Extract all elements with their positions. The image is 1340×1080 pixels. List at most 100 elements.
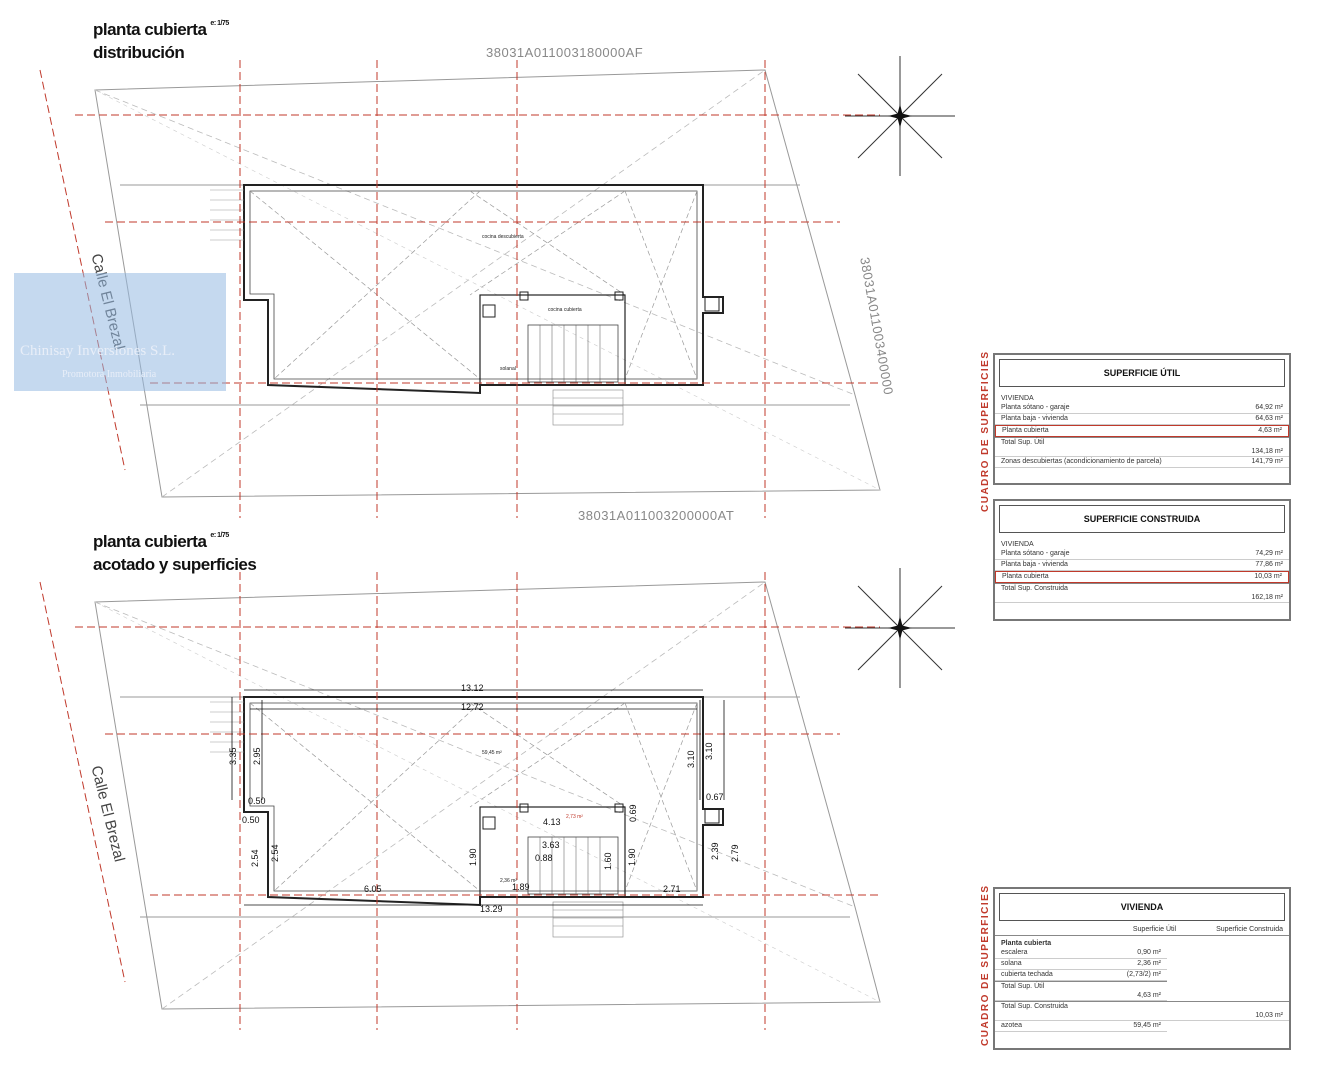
plan2-area-label-3: 2,36 m²	[500, 878, 517, 884]
row-value: 64,63 m²	[1255, 415, 1283, 422]
table-total-util-row: Total Sup. Útil 4,63 m²	[995, 981, 1167, 1001]
row-label: cubierta techada	[1001, 971, 1053, 978]
extra-value: 141,79 m²	[1251, 458, 1283, 465]
watermark-subtitle: Promotora Inmobiliaria	[62, 369, 157, 380]
plan1-cadastral-bottom: 38031A011003200000AT	[578, 508, 735, 523]
total-value: 162,18 m²	[1251, 594, 1283, 601]
table-total-row: Total Sup. Construida 162,18 m²	[995, 583, 1289, 603]
row-value: 4,63 m²	[1258, 427, 1282, 434]
side-label-bottom: CUADRO DE SUPERFICIES	[980, 884, 991, 1046]
table-row: Planta cubierta 4,63 m²	[995, 425, 1289, 437]
plan1-room-label-2: cocina cubierta	[548, 307, 582, 313]
dim-top-outer: 13.12	[461, 683, 484, 693]
table-row: Planta sótano - garaje 74,29 m²	[995, 549, 1289, 560]
dim-stair-f: 1.89	[512, 882, 530, 892]
plan2-area-label: 59,45 m²	[482, 750, 502, 756]
dim-right-e: 2.79	[730, 844, 740, 862]
row-label: escalera	[1001, 949, 1028, 956]
table-superficie-construida: SUPERFICIE CONSTRUIDA VIVIENDA Planta só…	[993, 499, 1291, 621]
dim-stair-w: 4.13	[543, 817, 561, 827]
plan1-room-label-1: cocina descubierta	[482, 234, 524, 240]
row-value: (2,73/2) m²	[1126, 971, 1161, 978]
table-total-row: Total Sup. Útil 134,18 m²	[995, 437, 1289, 457]
dim-stair-c: 1.90	[627, 848, 637, 866]
total-util-value: 4,63 m²	[1137, 992, 1161, 999]
table-row: Planta baja - vivienda 77,86 m²	[995, 560, 1289, 571]
table-row: escalera 0,90 m²	[995, 948, 1167, 959]
dim-right-a: 3.10	[686, 750, 696, 768]
plan1-scale: e: 1/75	[210, 20, 229, 27]
total-label: Total Sup. Útil	[1001, 439, 1045, 446]
dim-stair-e: 0.88	[535, 853, 553, 863]
plan2-area-label-2: 2,73 m²	[566, 814, 583, 820]
row-label: solana	[1001, 960, 1022, 967]
dim-bottom-right: 2.71	[663, 884, 681, 894]
side-label-top: CUADRO DE SUPERFICIES	[980, 350, 991, 512]
table-row: solana 2,36 m²	[995, 959, 1167, 970]
table-header-row: Superficie Útil Superficie Construida	[995, 925, 1289, 936]
extra-label: Zonas descubiertas (acondicionamiento de…	[1001, 458, 1162, 465]
table-util-title: SUPERFICIE ÚTIL	[999, 359, 1285, 387]
table-total-construida-row: Total Sup. Construida 10,03 m²	[995, 1001, 1289, 1021]
row-label: Planta baja - vivienda	[1001, 561, 1068, 568]
row-value: 74,29 m²	[1255, 550, 1283, 557]
row-value: 77,86 m²	[1255, 561, 1283, 568]
dim-left-f: 2.54	[270, 844, 280, 862]
col-construida-header: Superficie Construida	[1216, 926, 1283, 933]
dim-left-a: 3.35	[228, 747, 238, 765]
dim-stair-g: 3.63	[542, 840, 560, 850]
table-util-section: VIVIENDA	[1001, 395, 1034, 402]
row-label: Planta cubierta	[1002, 573, 1049, 580]
extra-label: azotea	[1001, 1022, 1023, 1029]
row-value: 2,36 m²	[1137, 960, 1161, 967]
table-construida-section: VIVIENDA	[1001, 541, 1034, 548]
total-label: Total Sup. Construida	[1001, 585, 1068, 592]
row-label: Planta baja - vivienda	[1001, 415, 1068, 422]
table-vivienda-title: VIVIENDA	[999, 893, 1285, 921]
plan1-room-label-3: solanal	[500, 366, 516, 372]
table-vivienda-section: Planta cubierta	[1001, 940, 1052, 947]
row-label: Planta cubierta	[1002, 427, 1049, 434]
dim-left-b: 2.95	[252, 747, 262, 765]
table-row: Planta baja - vivienda 64,63 m²	[995, 414, 1289, 425]
plan1-title-text: planta cubierta	[93, 20, 207, 39]
total-value: 134,18 m²	[1251, 448, 1283, 455]
row-label: Planta sótano - garaje	[1001, 404, 1070, 411]
dim-stair-d: 1.60	[603, 852, 613, 870]
plan2-scale: e: 1/75	[210, 532, 229, 539]
dim-bottom-left: 6.05	[364, 884, 382, 894]
dim-stair-b: 1.90	[468, 848, 478, 866]
row-label: Planta sótano - garaje	[1001, 550, 1070, 557]
total-construida-label: Total Sup. Construida	[1001, 1003, 1068, 1010]
table-superficie-util: SUPERFICIE ÚTIL VIVIENDA Planta sótano -…	[993, 353, 1291, 485]
dim-right-d: 2.39	[710, 842, 720, 860]
dim-top-inner: 12.72	[461, 702, 484, 712]
dim-right-c: 0.67	[706, 792, 724, 802]
dim-bottom-outer: 13.29	[480, 904, 503, 914]
table-vivienda: VIVIENDA Superficie Útil Superficie Cons…	[993, 887, 1291, 1050]
row-value: 0,90 m²	[1137, 949, 1161, 956]
extra-value: 59,45 m²	[1133, 1022, 1161, 1029]
col-util-header: Superficie Útil	[1132, 926, 1177, 933]
plan2-title-text: planta cubierta	[93, 532, 207, 551]
dim-left-e: 2.54	[250, 849, 260, 867]
total-construida-value: 10,03 m²	[1255, 1012, 1283, 1019]
table-extra-row: Zonas descubiertas (acondicionamiento de…	[995, 457, 1289, 468]
table-extra-row: azotea 59,45 m²	[995, 1021, 1167, 1032]
dim-right-b: 3.10	[704, 742, 714, 760]
total-util-label: Total Sup. Útil	[1001, 983, 1045, 990]
table-row: cubierta techada (2,73/2) m²	[995, 970, 1167, 981]
dim-stair-a: 0.69	[628, 804, 638, 822]
plan2-subtitle: acotado y superficies	[93, 555, 257, 574]
plan1-subtitle: distribución	[93, 43, 185, 62]
table-construida-title: SUPERFICIE CONSTRUIDA	[999, 505, 1285, 533]
row-value: 10,03 m²	[1254, 573, 1282, 580]
watermark-name: Chinisay Inversiones S.L.	[20, 343, 175, 359]
plan1-cadastral-top: 38031A011003180000AF	[486, 45, 644, 60]
dim-left-c: 0.50	[248, 796, 266, 806]
table-row: Planta cubierta 10,03 m²	[995, 571, 1289, 583]
